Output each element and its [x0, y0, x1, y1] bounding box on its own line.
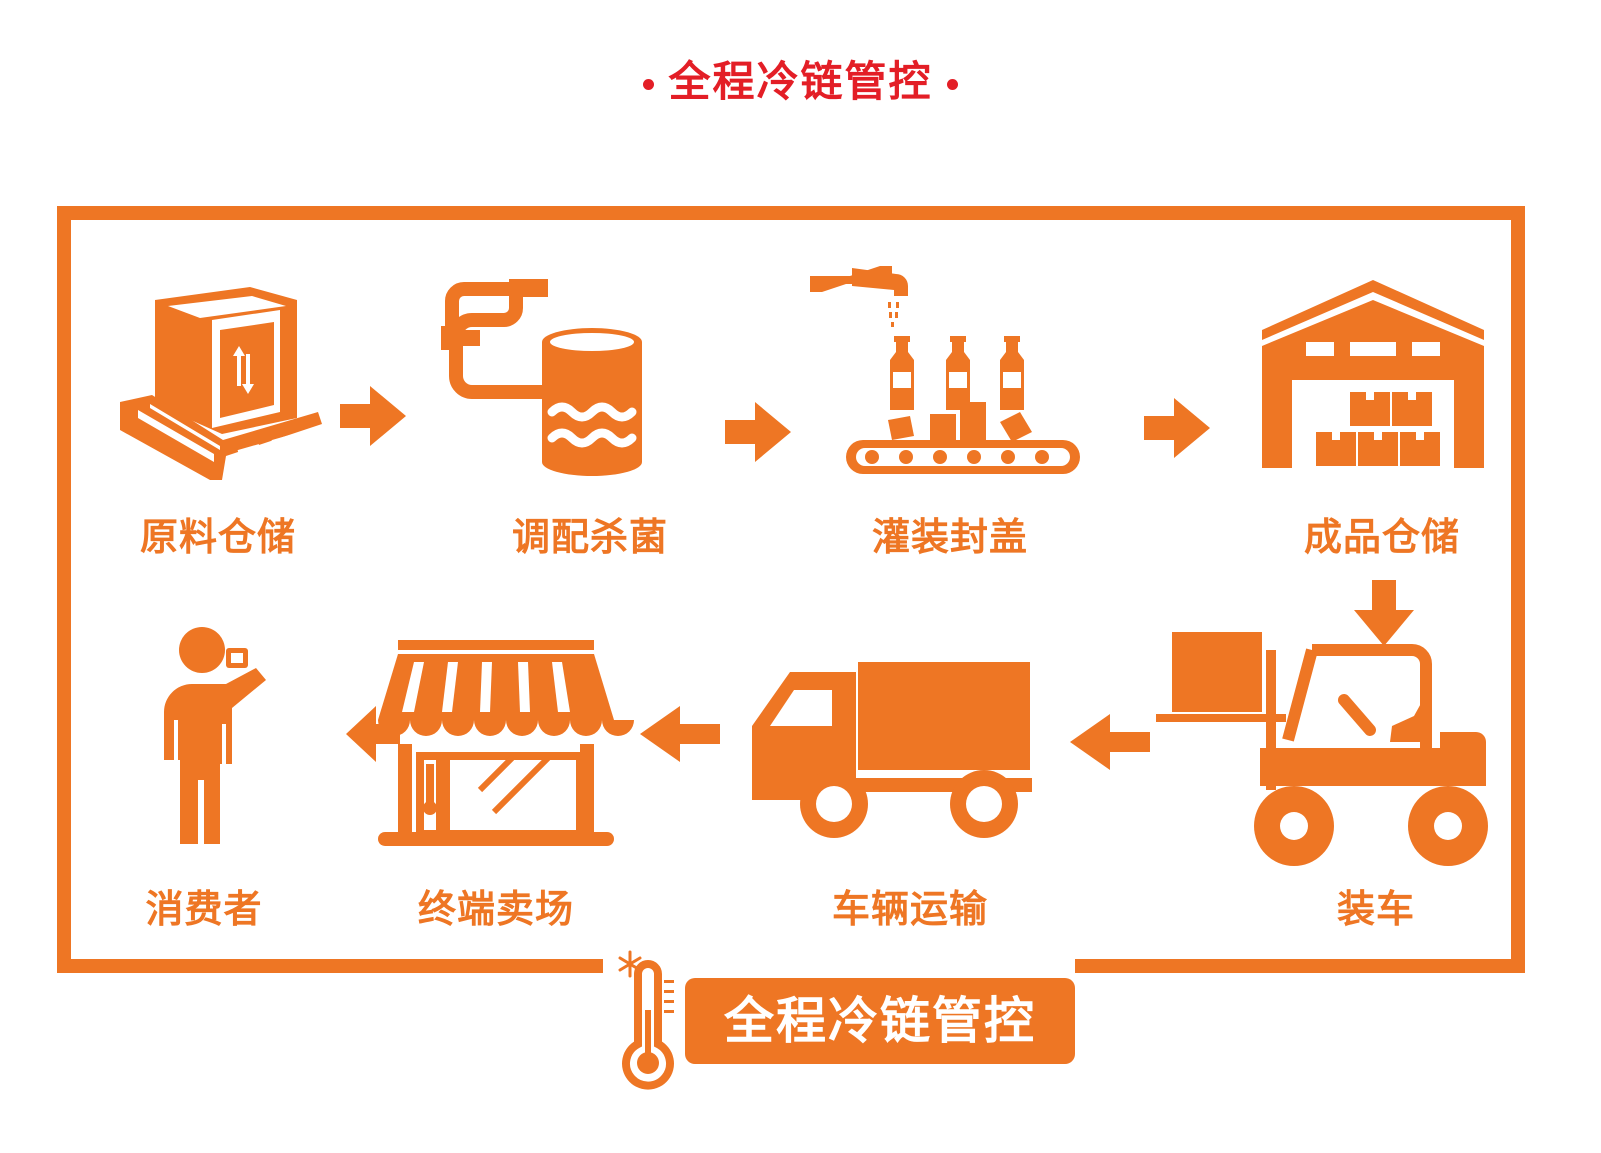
step-label: 车辆运输	[831, 887, 988, 931]
title-dot-right	[946, 79, 958, 90]
badge-title: 全程冷链管控	[724, 992, 1036, 1050]
tank-pipe-icon	[441, 279, 642, 476]
step-label: 终端卖场	[417, 887, 574, 931]
warehouse-icon	[1262, 280, 1484, 468]
pallet-box-icon	[120, 287, 322, 480]
arrow-left-2	[640, 706, 720, 762]
title-dot-left	[643, 79, 655, 90]
bottle-2-icon	[946, 336, 970, 410]
step-label: 调配杀菌	[511, 515, 668, 559]
step-label: 灌装封盖	[871, 515, 1028, 559]
arrow-left-3	[346, 706, 400, 762]
cold-chain-badge: 全程冷链管控	[685, 978, 1075, 1064]
truck-icon	[752, 662, 1032, 838]
arrow-left-1	[1070, 714, 1150, 770]
arrow-down-1	[1354, 580, 1414, 646]
step-label: 原料仓储	[139, 515, 296, 559]
process-frame	[57, 206, 1525, 973]
step-label: 成品仓储	[1303, 515, 1460, 559]
bottling-line-icon	[810, 266, 1080, 474]
page-title: 全程冷链管控	[0, 48, 1601, 109]
thermometer-snowflake-icon	[618, 950, 674, 1090]
storefront-icon	[378, 640, 634, 846]
forklift-icon	[1156, 632, 1488, 866]
consumer-icon	[164, 627, 266, 844]
step-label: 装车	[1336, 887, 1415, 931]
bottle-3-icon	[1000, 336, 1024, 410]
arrow-right-2	[725, 402, 791, 462]
arrow-right-1	[340, 386, 406, 446]
frame-gap	[603, 958, 1075, 978]
arrow-right-3	[1144, 398, 1210, 458]
page-title-text: 全程冷链管控	[668, 57, 933, 106]
step-label: 消费者	[145, 887, 263, 931]
bottle-1-icon	[890, 336, 914, 410]
